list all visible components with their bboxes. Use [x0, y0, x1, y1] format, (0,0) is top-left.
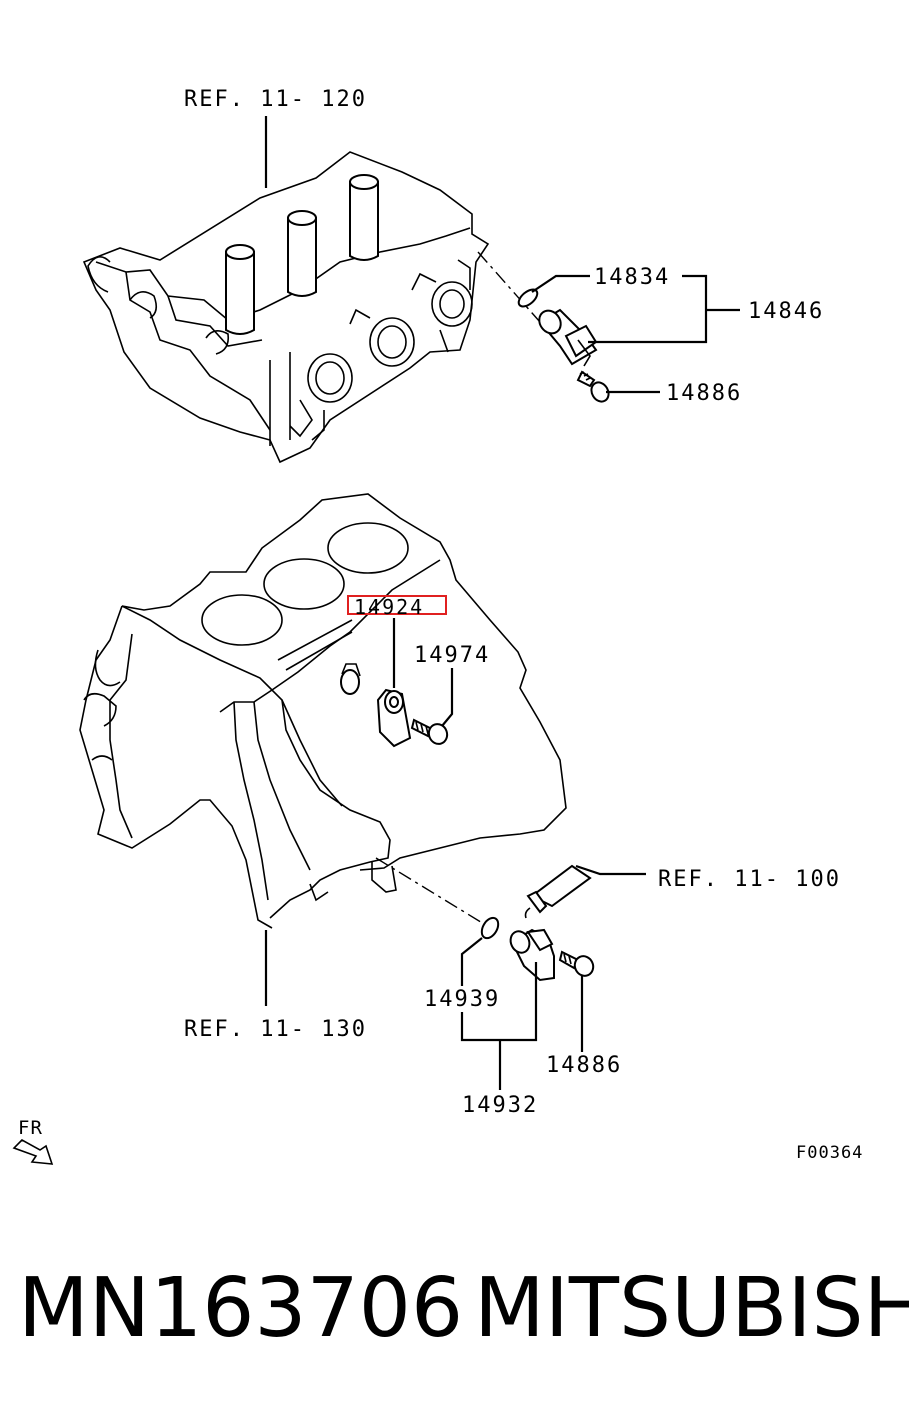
crankshaft-sensor-axis [375, 857, 485, 925]
leader-14974 [441, 668, 454, 727]
label-14924: 14924 [354, 595, 424, 619]
label-14886-bottom: 14886 [546, 1053, 622, 1078]
part-number: MN163706 [18, 1261, 464, 1356]
label-fr: FR [18, 1117, 43, 1139]
o-ring-14834 [517, 288, 539, 308]
o-ring-14939 [480, 916, 500, 940]
highlight-box-14924 [347, 595, 447, 615]
bolt-14886-top [576, 370, 610, 403]
camshaft-position-sensor [538, 308, 598, 367]
label-ref-11-100: REF. 11- 100 [658, 867, 841, 892]
bolt-14886-bottom [558, 950, 595, 977]
part-caption: MN163706 MITSUBISHI [18, 1261, 909, 1356]
label-14974: 14974 [414, 643, 490, 668]
label-14846: 14846 [748, 299, 824, 324]
leader-ref-11-100 [575, 864, 646, 876]
label-14939: 14939 [424, 987, 500, 1012]
figure-code: F00364 [796, 1143, 863, 1163]
front-direction-arrow [12, 1139, 54, 1165]
leader-14939 [460, 937, 483, 986]
crankshaft-position-sensor [509, 928, 555, 982]
label-14886-top: 14886 [666, 381, 742, 406]
label-ref-11-120: REF. 11- 120 [184, 87, 367, 112]
label-14834: 14834 [594, 265, 670, 290]
camshaft-sensor-axis [477, 251, 541, 323]
sealant-tube [524, 864, 592, 919]
leader-14834 [531, 274, 590, 293]
knock-sensor-14924 [376, 688, 412, 748]
cylinder-head-drawing [82, 151, 490, 464]
cylinder-block-drawing [79, 493, 567, 929]
bolt-14974 [410, 718, 449, 745]
label-ref-11-130: REF. 11- 130 [184, 1017, 367, 1042]
brand-name: MITSUBISHI [474, 1261, 909, 1356]
label-14932: 14932 [462, 1093, 538, 1118]
